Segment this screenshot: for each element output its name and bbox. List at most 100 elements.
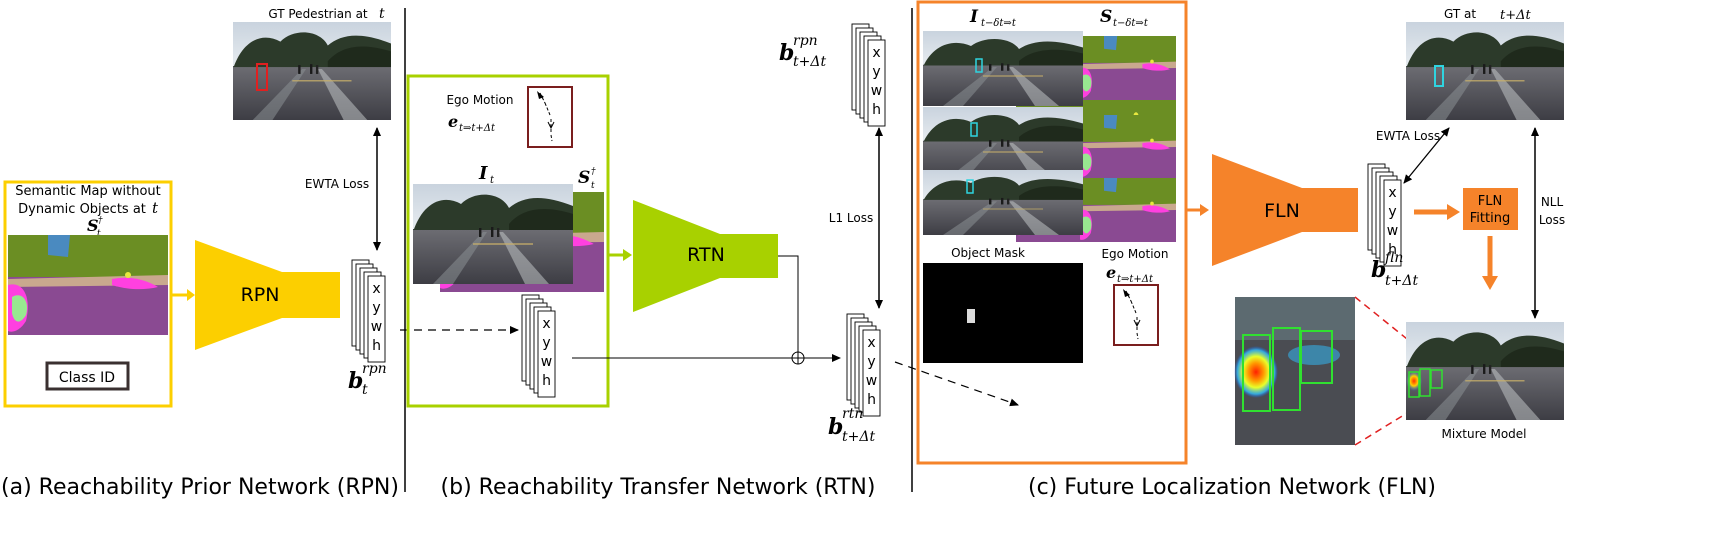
l1-loss: L1 Loss xyxy=(829,211,873,225)
svg-text:t+Δt: t+Δt xyxy=(1385,273,1418,289)
caption-fln: (c) Future Localization Network (FLN) xyxy=(1028,475,1436,500)
svg-text:b: b xyxy=(348,368,363,394)
svg-text:rpn: rpn xyxy=(793,33,818,49)
rpn-network: RPN xyxy=(195,240,340,350)
box-coord-h: h xyxy=(872,102,881,118)
mixture-model-label: Mixture Model xyxy=(1442,427,1527,441)
fln-ego-e: e xyxy=(1106,263,1116,282)
fln-fitting-line1: FLN xyxy=(1478,194,1502,209)
nll-loss-line2: Loss xyxy=(1539,213,1565,227)
rtn-output-line xyxy=(778,255,799,352)
nll-loss-line1: NLL xyxy=(1541,195,1564,209)
box-coord-x: x xyxy=(542,316,550,332)
b-rpn-tdt-label: b rpn t+Δt xyxy=(779,33,826,70)
box-card xyxy=(537,310,556,398)
box-coord-w: w xyxy=(371,319,382,335)
box-coord-w: w xyxy=(1387,223,1398,239)
rtn-input-panel: Ego Motion e t⇒t+Δt I t S t † xyxy=(406,74,610,408)
dashed-arrow-rtn-to-fln xyxy=(894,361,1019,407)
mixture-model-image xyxy=(1406,322,1564,420)
box-card xyxy=(867,39,886,127)
rtn-S-sub: t xyxy=(591,181,595,191)
rtn-S-sup: † xyxy=(591,167,596,177)
gt-pedestrian-time: t xyxy=(379,6,385,22)
svg-text:t: t xyxy=(362,382,368,398)
gt-pedestrian-bbox xyxy=(256,63,268,91)
gt-pedestrian-image: GT Pedestrian at t xyxy=(233,6,391,120)
box-coord-x: x xyxy=(872,45,880,61)
semantic-map-title-line2: Dynamic Objects at xyxy=(18,202,146,217)
svg-text:t+Δt: t+Δt xyxy=(842,429,875,445)
rtn-I: I xyxy=(478,163,488,184)
fln-network: FLN xyxy=(1212,154,1358,266)
gt-future-label: GT at xyxy=(1444,7,1476,21)
box-coord-h: h xyxy=(542,373,551,389)
box-card xyxy=(862,329,881,417)
fln-I-sub: t−δt⇒t xyxy=(981,18,1017,29)
mixture-zoom-image xyxy=(1234,297,1355,445)
box-coord-w: w xyxy=(541,354,552,370)
zoom-line-bottom xyxy=(1354,409,1413,446)
fln-input-panel: I t−δt⇒t S t−δt⇒t Object Mask Ego Motion… xyxy=(916,0,1188,465)
rtn-ego-motion-label: Ego Motion xyxy=(446,93,513,107)
svg-text:rpn: rpn xyxy=(362,361,387,377)
caption-rpn: (a) Reachability Prior Network (RPN) xyxy=(1,475,399,500)
box-coord-w: w xyxy=(871,83,882,99)
svg-text:b: b xyxy=(1371,257,1386,283)
box-coord-x: x xyxy=(867,335,875,351)
box-coord-y: y xyxy=(1388,204,1396,220)
fln-ego-e-sub: t⇒t+Δt xyxy=(1117,274,1154,285)
ewta-loss-1: EWTA Loss xyxy=(305,177,369,191)
semantic-map-image xyxy=(8,235,168,335)
semantic-map-title-line1: Semantic Map without xyxy=(15,184,161,199)
fln-label: FLN xyxy=(1264,200,1300,222)
zoom-line-top xyxy=(1354,296,1413,344)
ewta-loss-arrow-2 xyxy=(1403,127,1450,184)
box-coord-y: y xyxy=(872,64,880,80)
gt-future-image: GT at t+Δt xyxy=(1406,7,1564,120)
b-rpn-t-label: b rpn t xyxy=(348,361,387,398)
object-mask-image xyxy=(923,263,1083,363)
b-fln-label: b fln t+Δt xyxy=(1371,250,1418,289)
gt-pedestrian-label: GT Pedestrian at xyxy=(268,7,368,21)
fln-fitting-line2: Fitting xyxy=(1470,211,1510,226)
semantic-map-time: t xyxy=(152,199,159,217)
svg-text:rtn: rtn xyxy=(842,406,863,422)
b-rtn-label: b rtn t+Δt xyxy=(828,406,875,445)
rtn-network: RTN xyxy=(633,200,778,312)
box-coord-h: h xyxy=(372,338,381,354)
fln-S-sub: t−δt⇒t xyxy=(1113,18,1149,29)
box-coord-y: y xyxy=(542,335,550,351)
gt-future-time: t+Δt xyxy=(1500,8,1532,23)
svg-text:t+Δt: t+Δt xyxy=(793,54,826,70)
fln-I: I xyxy=(969,7,979,27)
rtn-ego-e: e xyxy=(448,112,458,131)
box-coord-w: w xyxy=(866,373,877,389)
rtn-S: S xyxy=(578,168,590,188)
semantic-map-symbol-sub: t xyxy=(97,229,101,239)
fln-ego-motion-box xyxy=(1113,284,1159,346)
box-coord-y: y xyxy=(372,300,380,316)
fln-S: S xyxy=(1100,7,1112,27)
object-mask-label: Object Mask xyxy=(951,246,1025,260)
rtn-label: RTN xyxy=(687,244,725,266)
semantic-map-symbol: S xyxy=(87,216,99,235)
semantic-map-symbol-sup: † xyxy=(98,216,103,226)
rtn-ego-motion-box xyxy=(527,86,573,148)
caption-rtn: (b) Reachability Transfer Network (RTN) xyxy=(441,475,876,500)
rtn-scene-image xyxy=(413,184,573,284)
fln-fitting-box: FLN Fitting xyxy=(1463,188,1518,230)
box-coord-h: h xyxy=(1388,242,1397,258)
class-id-label: Class ID xyxy=(59,370,115,386)
rpn-label: RPN xyxy=(241,284,280,306)
svg-text:fln: fln xyxy=(1384,250,1403,266)
box-card xyxy=(1383,179,1402,267)
svg-text:b: b xyxy=(828,414,843,440)
rtn-ego-e-sub: t⇒t+Δt xyxy=(459,123,496,134)
